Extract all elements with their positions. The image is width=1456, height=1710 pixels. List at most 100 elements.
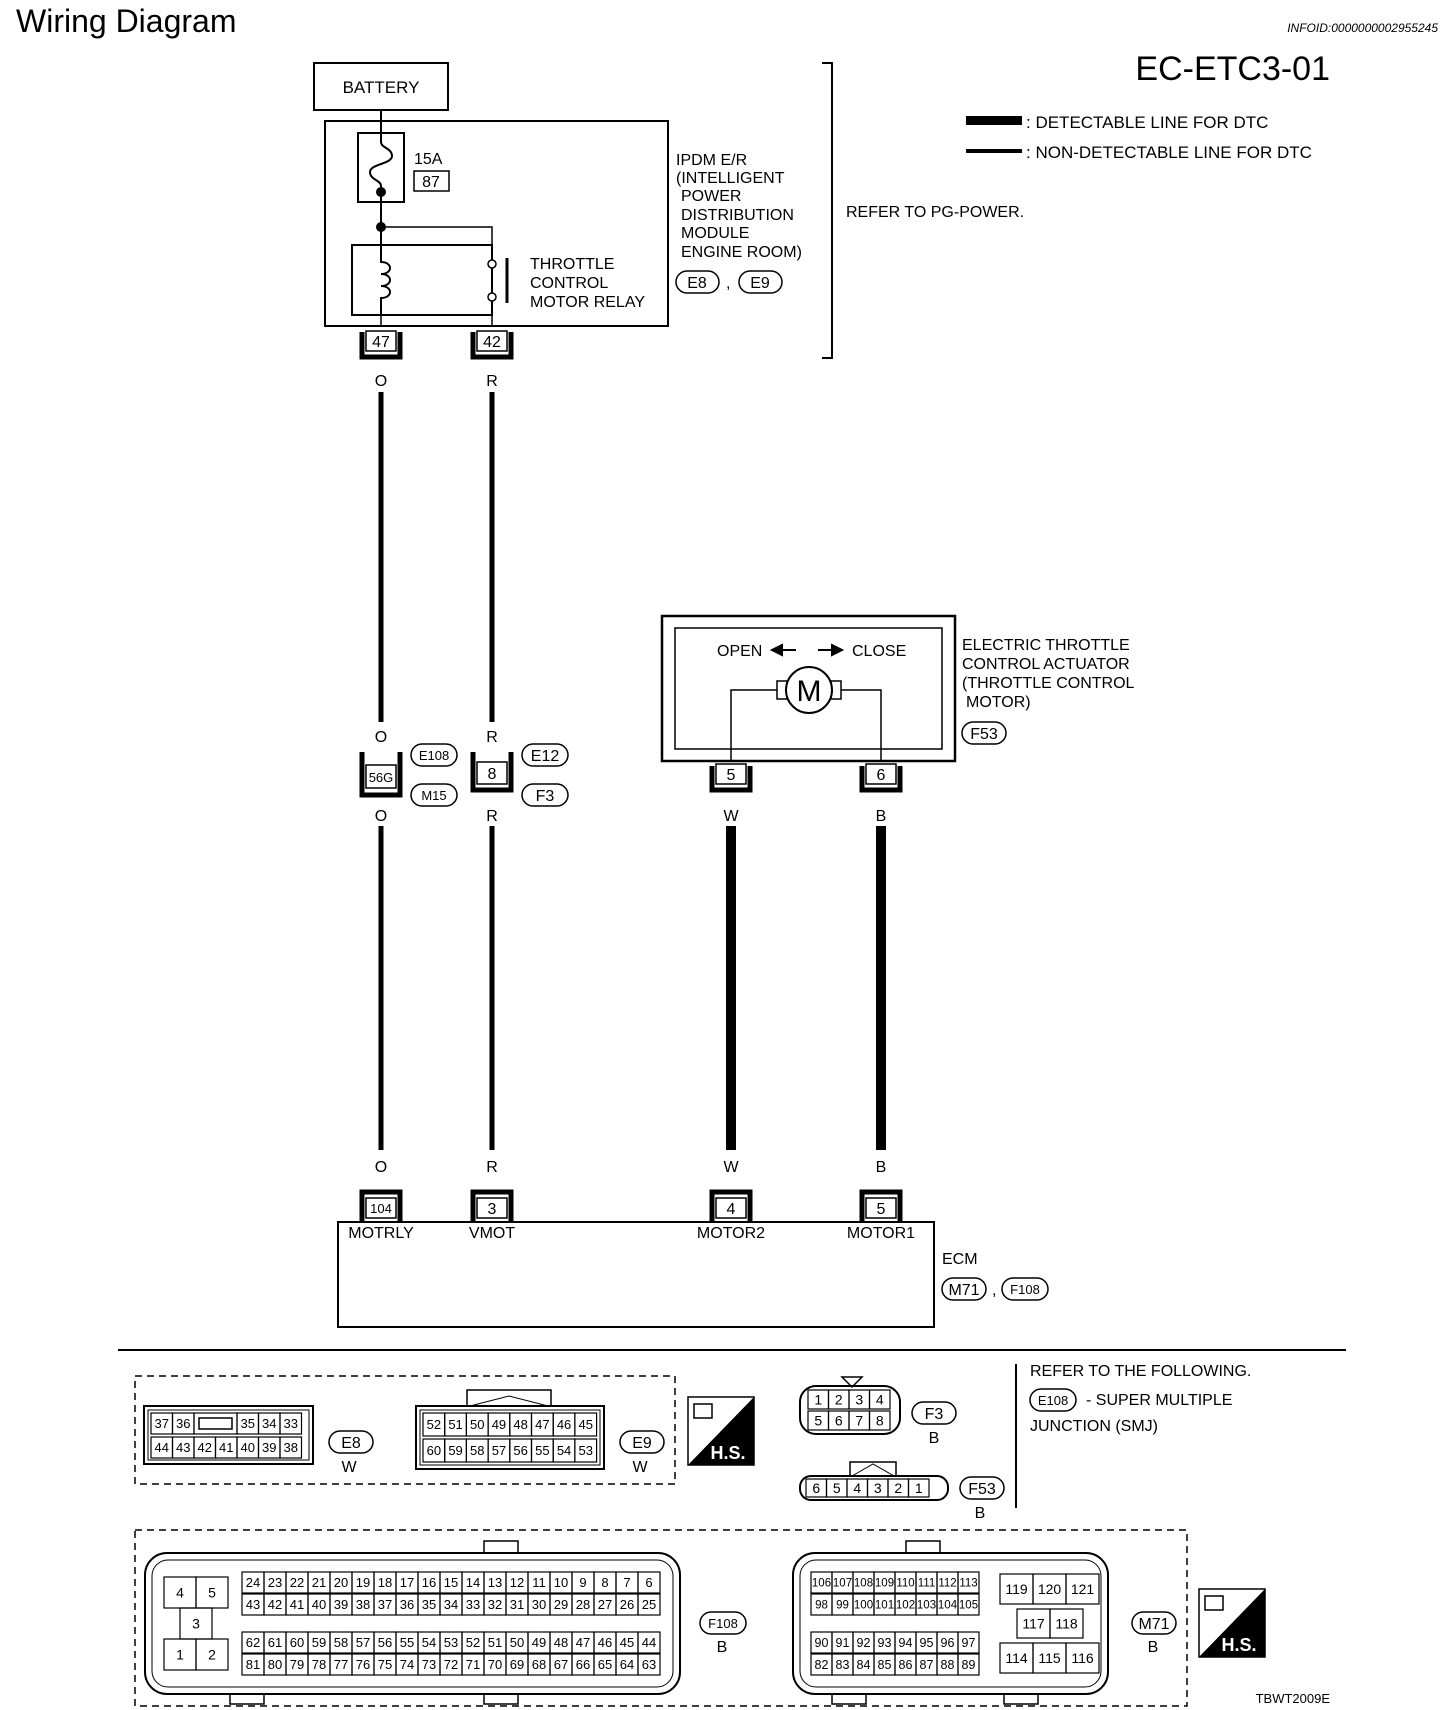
ecm-pin-5: 5 — [859, 1189, 903, 1222]
wire-4-color-ecm: B — [876, 1159, 887, 1176]
page-title: Wiring Diagram — [16, 3, 236, 39]
connector-f108-pin-32: 32 — [488, 1597, 502, 1612]
connector-f108-pin-79: 79 — [290, 1657, 304, 1672]
connector-f108-pin-73: 73 — [422, 1657, 436, 1672]
wire-1-color-junction-top: O — [375, 729, 387, 746]
ipdm-label-5: MODULE — [681, 225, 749, 242]
relay-label-1: THROTTLE — [530, 256, 614, 273]
connector-f108-pin-1: 1 — [176, 1647, 184, 1663]
connector-f108-pin-78: 78 — [312, 1657, 326, 1672]
wire-3-color-top: W — [723, 808, 739, 825]
connector-m71-bottom-tab-left — [831, 1694, 867, 1705]
wire-2-color-ecm: R — [486, 1159, 498, 1176]
footer-code: TBWT2009E — [1256, 1691, 1331, 1706]
connector-m71-pin-91: 91 — [836, 1636, 850, 1650]
connector-e9-pin-52: 52 — [427, 1417, 441, 1432]
connector-f108-id: F108 — [708, 1616, 738, 1631]
connector-m71-pin-87: 87 — [920, 1658, 934, 1672]
connector-f108-pin-27: 27 — [598, 1597, 612, 1612]
connector-e8-pin-39: 39 — [262, 1440, 276, 1455]
connector-e108: E108 — [419, 748, 449, 763]
connector-f108-pin-40: 40 — [312, 1597, 326, 1612]
relay-label-2: CONTROL — [530, 275, 608, 292]
connector-f3-pin-3: 3 — [855, 1392, 863, 1408]
ecm-connector-f108: F108 — [1010, 1282, 1040, 1297]
hs-badge-pictogram — [693, 1403, 713, 1419]
connector-e12: E12 — [531, 748, 560, 765]
connector-e9-pin-51: 51 — [448, 1417, 462, 1432]
connector-m71-pin-107: 107 — [833, 1578, 852, 1590]
connector-f3-pin-4: 4 — [876, 1392, 884, 1408]
ecm-pin-3: 3 — [470, 1189, 514, 1222]
ipdm-label-4: DISTRIBUTION — [681, 207, 794, 224]
junction-56g-label: 56G — [369, 770, 394, 785]
junction-8-label: 8 — [488, 766, 497, 783]
wire-3-color-ecm: W — [723, 1159, 739, 1176]
relay-contact-top — [487, 259, 497, 269]
ecm-pin-4-box — [715, 1197, 747, 1219]
connector-f3-pin-8-cell — [868, 1410, 891, 1431]
connector-f108-pin-53: 53 — [444, 1635, 458, 1650]
ipdm-label-1: IPDM E/R — [676, 152, 747, 169]
connector-f108-pin-9: 9 — [579, 1575, 586, 1590]
connector-f108-inner — [151, 1559, 674, 1688]
relay-label-3: MOTOR RELAY — [530, 294, 645, 311]
connector-f108-pin-35: 35 — [422, 1597, 436, 1612]
connector-e9-pin-53: 53 — [579, 1443, 593, 1458]
connector-f108-pin-74: 74 — [400, 1657, 414, 1672]
connector-f108-pin-4: 4 — [176, 1585, 184, 1601]
connector-f108-pin-20: 20 — [334, 1575, 348, 1590]
refer-following-line-1: REFER TO THE FOLLOWING. — [1030, 1363, 1251, 1380]
junction-8: 8 — [470, 752, 514, 793]
connector-m71-id-pill — [1131, 1611, 1177, 1635]
connector-f108-pin-21: 21 — [312, 1575, 326, 1590]
terminal-42-box — [476, 330, 508, 352]
connector-e8-pin-38: 38 — [284, 1440, 298, 1455]
connector-f108-pin-7: 7 — [623, 1575, 630, 1590]
connector-f108-pin-63-cell — [637, 1653, 661, 1676]
connector-e8-id: E8 — [341, 1435, 361, 1452]
connector-e9-pin-47: 47 — [535, 1417, 549, 1432]
connector-f108-pin-31: 31 — [510, 1597, 524, 1612]
connector-f108-pin-13: 13 — [488, 1575, 502, 1590]
connector-f3-id: F3 — [925, 1406, 944, 1423]
motor-wire-right — [841, 689, 882, 760]
connector-f3-housing — [799, 1385, 901, 1435]
connector-m71-pin-108: 108 — [854, 1578, 873, 1590]
refer-e108-pill — [1029, 1388, 1077, 1412]
connector-f53-pin-4: 4 — [853, 1480, 861, 1496]
connector-f3-pin-7: 7 — [855, 1413, 863, 1429]
connector-f108-pin-6: 6 — [645, 1575, 652, 1590]
connector-e9-pin-60: 60 — [427, 1443, 441, 1458]
ecm-pin-4-hook — [709, 1189, 753, 1222]
connector-m71-pin-106: 106 — [812, 1578, 831, 1590]
actuator-label-1: ELECTRIC THROTTLE — [962, 637, 1130, 654]
connector-e9-pin-48: 48 — [513, 1417, 527, 1432]
refer-e108: E108 — [1038, 1393, 1068, 1408]
connector-f108-pin-29: 29 — [554, 1597, 568, 1612]
connector-m71-pin-113-cell — [957, 1571, 980, 1594]
connector-f53-latch-roof — [851, 1463, 895, 1477]
ipdm-connector-e8: E8 — [687, 275, 707, 292]
motor-symbol: M — [797, 675, 822, 708]
connector-m71-pin-82: 82 — [815, 1658, 829, 1672]
connector-e9-id: E9 — [632, 1435, 652, 1452]
connector-e108-pill — [410, 743, 458, 767]
connector-m71-id: M71 — [1138, 1616, 1169, 1633]
legend: : DETECTABLE LINE FOR DTC : NON-DETECTAB… — [966, 113, 1312, 162]
connector-m71-pin-112: 112 — [938, 1578, 956, 1590]
connector-f53-view-color: B — [975, 1505, 986, 1522]
connector-m71-pin-89-cell — [957, 1653, 980, 1676]
connector-m71-pin-120: 120 — [1038, 1581, 1062, 1597]
connector-f108-pin-41: 41 — [290, 1597, 304, 1612]
connector-f108-pin-48: 48 — [554, 1635, 568, 1650]
connector-e9-id-pill — [619, 1430, 665, 1454]
connector-e9-pin-56: 56 — [513, 1443, 527, 1458]
connector-e9-pin-45: 45 — [579, 1417, 593, 1432]
connector-f108-pin-8: 8 — [601, 1575, 608, 1590]
